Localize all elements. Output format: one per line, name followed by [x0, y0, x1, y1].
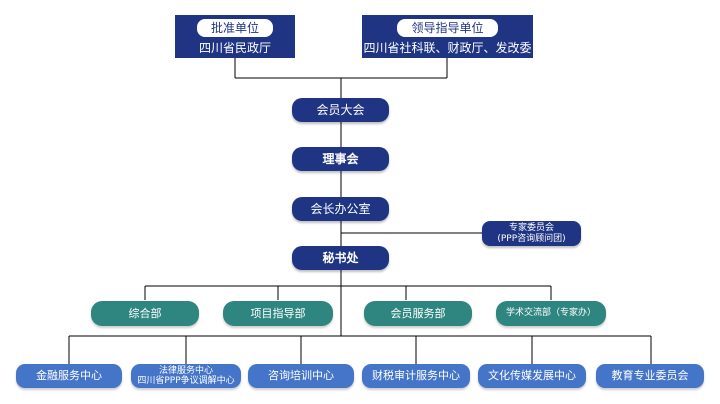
center-legal: 法律服务中心 四川省PPP争议调解中心 [131, 364, 241, 388]
guidance-unit-body: 四川省社科联、财政厅、发改委 [363, 40, 532, 55]
approval-unit-box: 批准单位 四川省民政厅 [175, 15, 295, 58]
department-member-services: 会员服务部 [364, 301, 472, 326]
department-general: 综合部 [91, 301, 199, 326]
center-tax-audit: 财税审计服务中心 [362, 364, 470, 388]
center-culture-media: 文化传媒发展中心 [478, 364, 586, 388]
center-finance: 金融服务中心 [16, 364, 122, 388]
council-node: 理事会 [292, 147, 389, 171]
president-office-node: 会长办公室 [292, 197, 389, 221]
center-education-committee: 教育专业委员会 [596, 364, 704, 388]
expert-committee-line1: 专家委员会 [508, 223, 554, 234]
members-assembly-node: 会员大会 [292, 98, 389, 122]
center-consulting-training: 咨询培训中心 [248, 364, 354, 388]
center-legal-line2: 四川省PPP争议调解中心 [137, 376, 235, 386]
department-academic-exchange: 学术交流部（专家办） [496, 301, 606, 326]
guidance-unit-title: 领导指导单位 [397, 19, 498, 38]
center-legal-line1: 法律服务中心 [158, 365, 213, 376]
expert-committee-node: 专家委员会 (PPP咨询顾问团) [482, 221, 581, 246]
approval-unit-body: 四川省民政厅 [198, 40, 271, 55]
approval-unit-title: 批准单位 [196, 19, 273, 38]
expert-committee-line2: (PPP咨询顾问团) [497, 233, 566, 244]
secretariat-node: 秘书处 [292, 246, 389, 270]
department-project-guidance: 项目指导部 [223, 301, 333, 326]
guidance-unit-box: 领导指导单位 四川省社科联、财政厅、发改委 [362, 15, 533, 58]
